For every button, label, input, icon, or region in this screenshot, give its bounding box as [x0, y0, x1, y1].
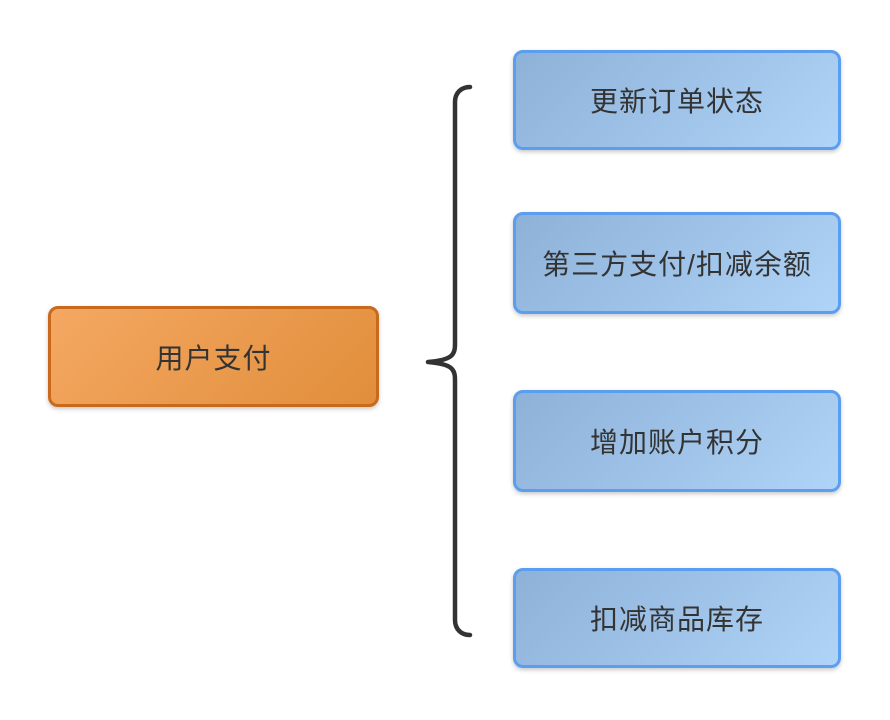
curly-brace-connector-icon — [425, 84, 473, 638]
node-update-order-status[interactable]: 更新订单状态 — [513, 50, 841, 150]
node-deduct-inventory[interactable]: 扣减商品库存 — [513, 568, 841, 668]
node-add-account-points[interactable]: 增加账户积分 — [513, 390, 841, 492]
node-deduct-inventory-label: 扣减商品库存 — [589, 604, 764, 635]
node-update-order-status-label: 更新订单状态 — [589, 86, 764, 117]
node-user-payment-label: 用户支付 — [155, 342, 272, 374]
node-third-party-payment[interactable]: 第三方支付/扣减余额 — [513, 212, 841, 314]
node-user-payment[interactable]: 用户支付 — [48, 306, 379, 407]
node-add-account-points-label: 增加账户积分 — [589, 427, 764, 458]
node-third-party-payment-label: 第三方支付/扣减余额 — [542, 249, 812, 280]
